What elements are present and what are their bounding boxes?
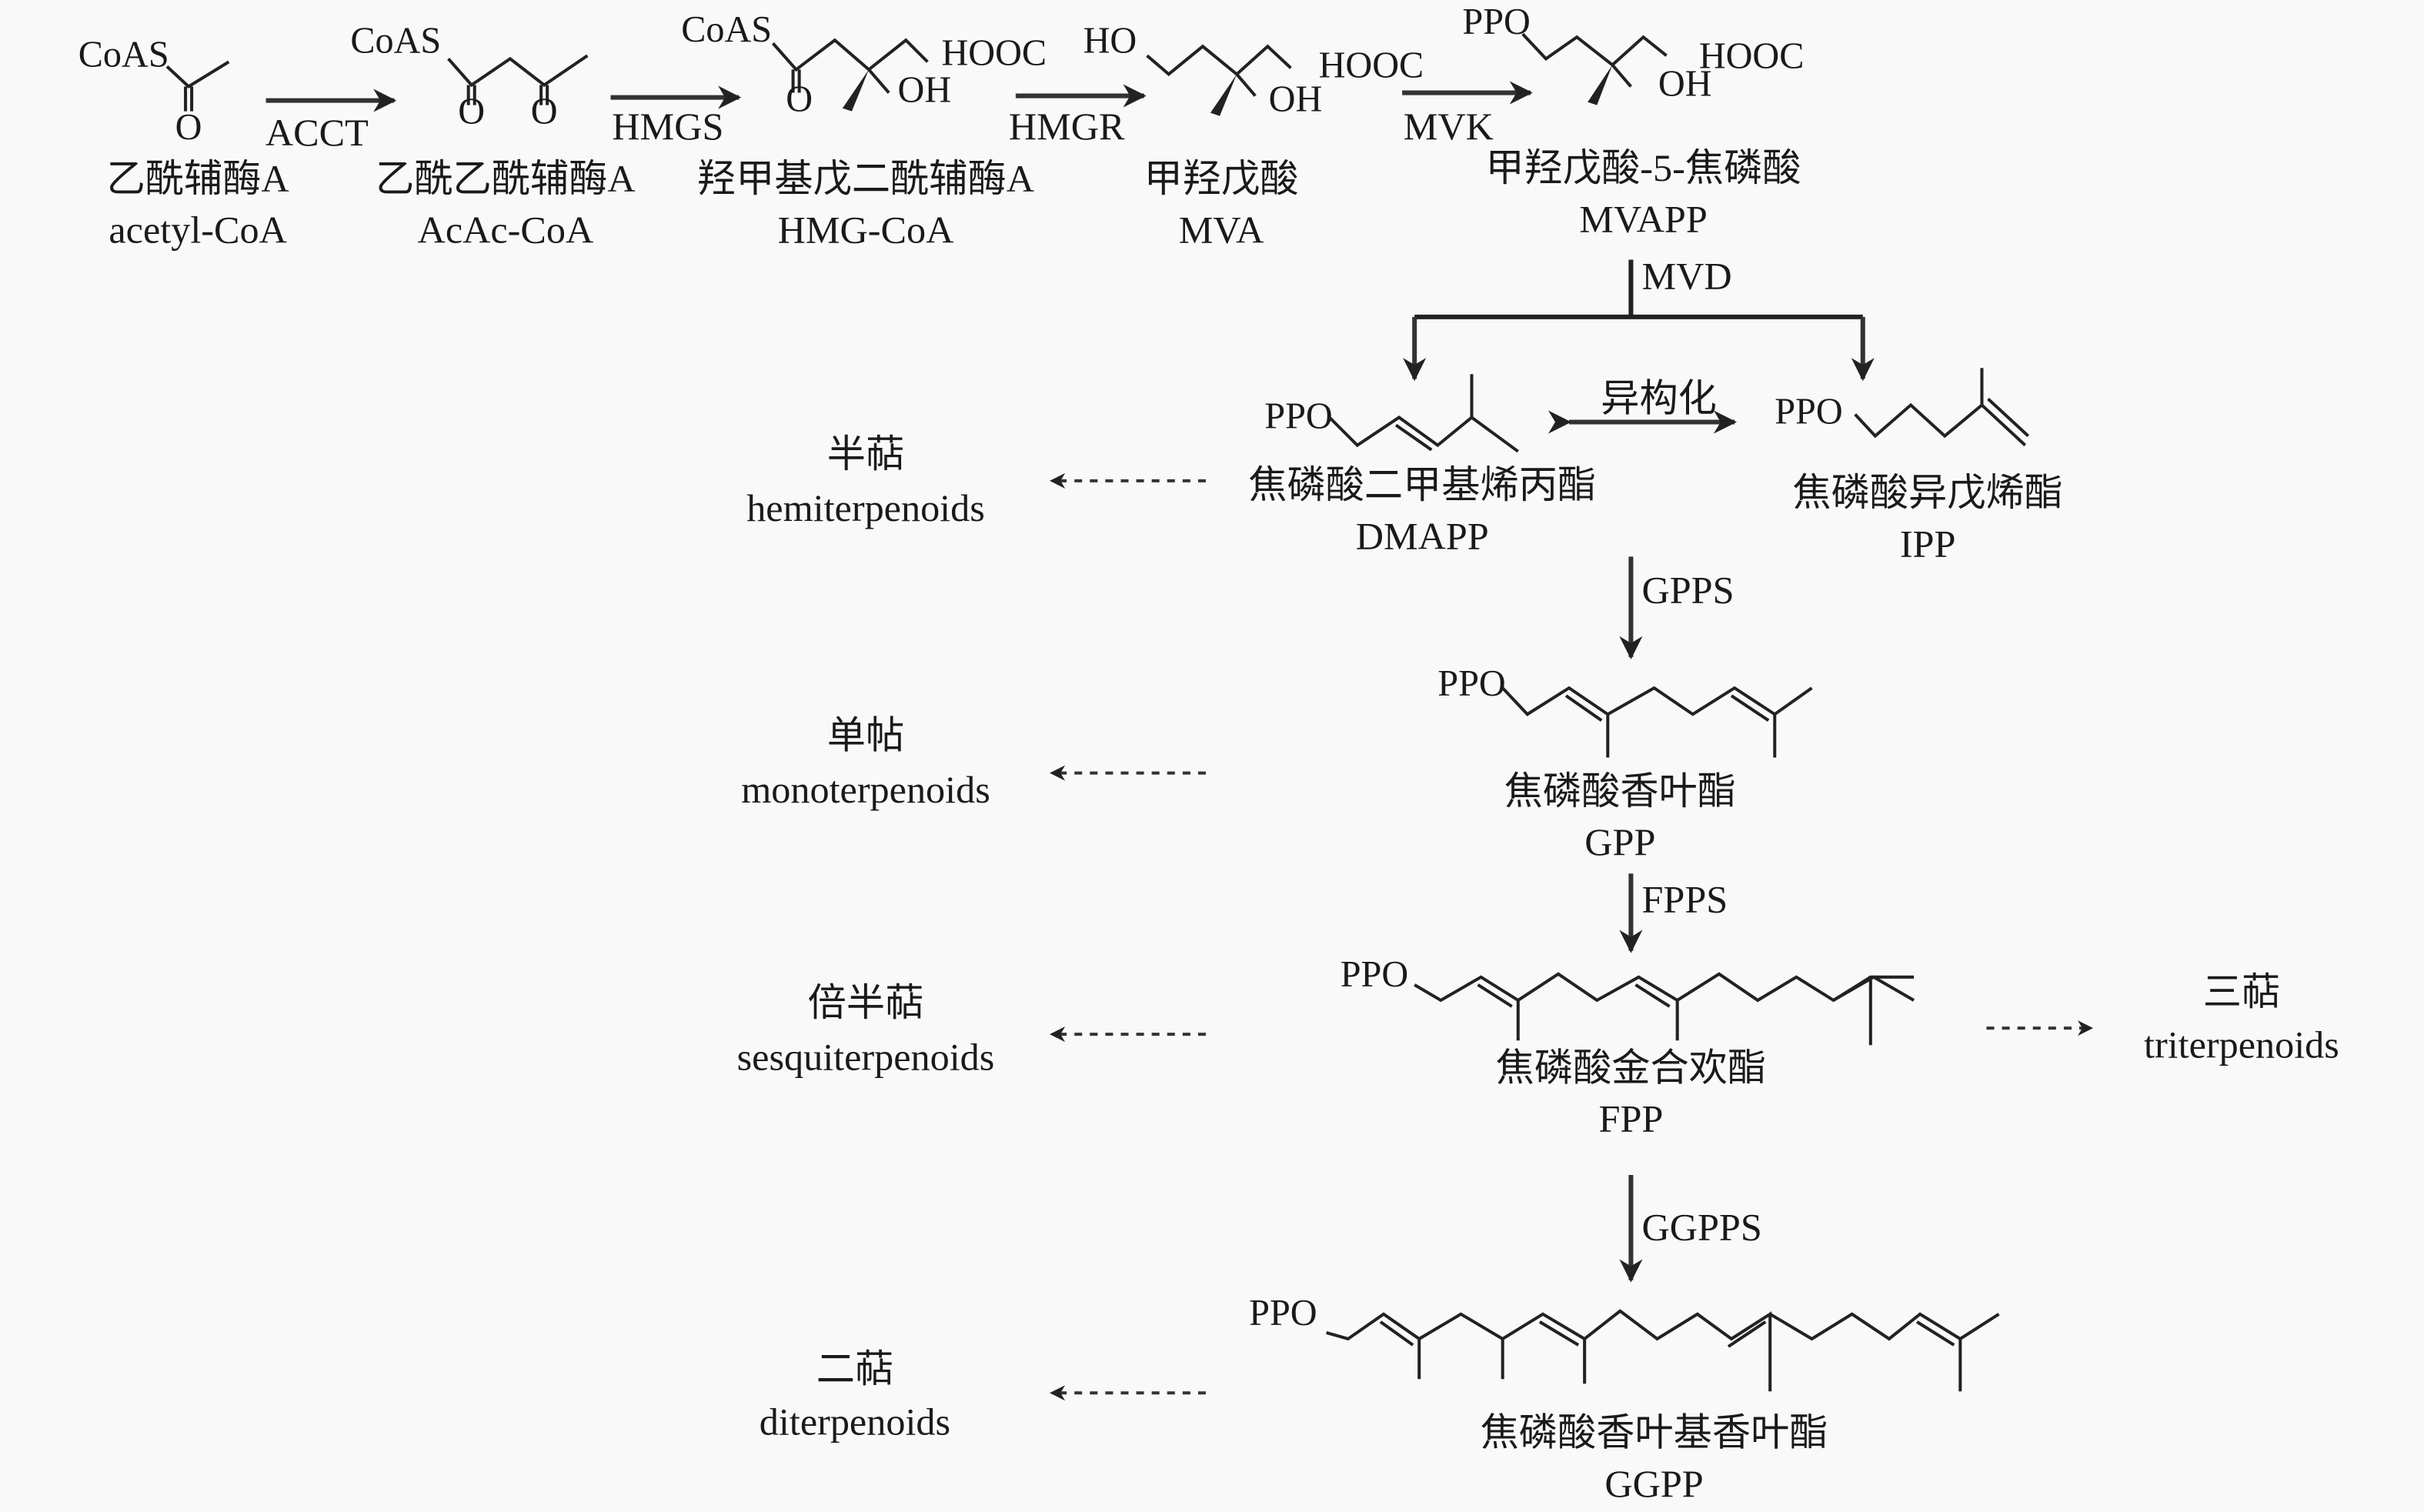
- enzyme-acct: ACCT: [265, 111, 369, 154]
- ggpp-structure: PPO: [1249, 1293, 2000, 1392]
- acac-coa-cn: 乙酰乙酰辅酶A: [376, 157, 636, 200]
- atom-ppo: PPO: [1249, 1293, 1317, 1333]
- atom-o: O: [458, 92, 485, 132]
- hemiterpenoids-cn: 半萜: [827, 432, 904, 476]
- fpp-structure: PPO: [1341, 954, 1915, 1046]
- sesquiterpenoids-en: sesquiterpenoids: [737, 1035, 995, 1078]
- atom-o: O: [531, 92, 558, 132]
- atom-coas: CoAS: [78, 34, 169, 75]
- ipp-structure: PPO: [1775, 368, 2030, 447]
- monoterpenoids-cn: 单帖: [827, 713, 904, 756]
- atom-ppo: PPO: [1437, 663, 1505, 704]
- diterpenoids-cn: 二萜: [816, 1347, 893, 1390]
- atom-hooc: HOOC: [1699, 35, 1805, 76]
- ggpp-en: GGPP: [1604, 1462, 1703, 1505]
- dmapp-structure: PPO: [1264, 374, 1519, 453]
- mva-cn: 甲羟戊酸: [1144, 157, 1299, 200]
- atom-ppo: PPO: [1775, 392, 1842, 432]
- gpp-cn: 焦磷酸香叶酯: [1504, 769, 1736, 813]
- mvapp-en: MVAPP: [1579, 197, 1708, 240]
- enzyme-gpps: GPPS: [1641, 569, 1734, 612]
- monoterpenoids-en: monoterpenoids: [741, 768, 990, 811]
- fpp-en: FPP: [1599, 1097, 1664, 1140]
- acetyl-coa-cn: 乙酰辅酶A: [107, 157, 289, 200]
- atom-hooc: HOOC: [941, 32, 1047, 73]
- atom-o: O: [175, 107, 202, 148]
- atom-ppo: PPO: [1264, 396, 1332, 437]
- acac-coa-structure: CoAS O O: [350, 20, 589, 132]
- hmg-coa-structure: CoAS O HOOC OH: [681, 9, 1047, 119]
- atom-o: O: [786, 79, 813, 120]
- ggpp-cn: 焦磷酸香叶基香叶酯: [1481, 1411, 1828, 1454]
- ipp-cn: 焦磷酸异戊烯酯: [1792, 471, 2063, 514]
- atom-coas: CoAS: [681, 9, 772, 50]
- mva-structure: HO HOOC OH: [1083, 20, 1424, 119]
- enzyme-hmgr: HMGR: [1009, 105, 1125, 148]
- diterpenoids-en: diterpenoids: [760, 1400, 950, 1444]
- hmg-coa-cn: 羟甲基戊二酰辅酶A: [697, 157, 1034, 200]
- atom-coas: CoAS: [350, 20, 441, 61]
- atom-ho: HO: [1083, 20, 1137, 61]
- triterpenoids-en: triterpenoids: [2144, 1023, 2339, 1066]
- atom-ppo: PPO: [1341, 954, 1408, 995]
- enzyme-hmgs: HMGS: [612, 105, 723, 148]
- mva-en: MVA: [1179, 208, 1264, 251]
- hemiterpenoids-en: hemiterpenoids: [746, 486, 985, 529]
- hmg-coa-en: HMG-CoA: [778, 208, 954, 251]
- gpp-structure: PPO: [1437, 663, 1813, 758]
- dmapp-cn: 焦磷酸二甲基烯丙酯: [1248, 463, 1596, 506]
- atom-oh: OH: [1658, 64, 1712, 105]
- acetyl-coa-structure: CoAS O: [78, 34, 230, 148]
- enzyme-mvd: MVD: [1641, 255, 1731, 298]
- enzyme-mvk: MVK: [1404, 105, 1494, 148]
- mvapp-cn: 甲羟戊酸-5-焦磷酸: [1485, 146, 1801, 189]
- fpp-cn: 焦磷酸金合欢酯: [1496, 1046, 1767, 1089]
- mvapp-structure: PPO HOOC OH: [1462, 2, 1804, 105]
- triterpenoids-cn: 三萜: [2203, 970, 2280, 1013]
- atom-oh: OH: [898, 70, 952, 111]
- acetyl-coa-en: acetyl-CoA: [109, 208, 286, 251]
- atom-ppo: PPO: [1462, 2, 1530, 42]
- mvd-branch: [1414, 259, 1863, 319]
- atom-oh: OH: [1269, 79, 1323, 120]
- enzyme-fpps: FPPS: [1641, 877, 1728, 920]
- dmapp-en: DMAPP: [1356, 514, 1489, 557]
- acac-coa-en: AcAc-CoA: [418, 208, 594, 251]
- sesquiterpenoids-cn: 倍半萜: [808, 981, 924, 1024]
- gpp-en: GPP: [1584, 820, 1655, 863]
- atom-hooc: HOOC: [1319, 45, 1424, 85]
- isomerization-label: 异构化: [1601, 376, 1717, 419]
- enzyme-ggpps: GGPPS: [1641, 1205, 1761, 1248]
- ipp-en: IPP: [1900, 522, 1956, 565]
